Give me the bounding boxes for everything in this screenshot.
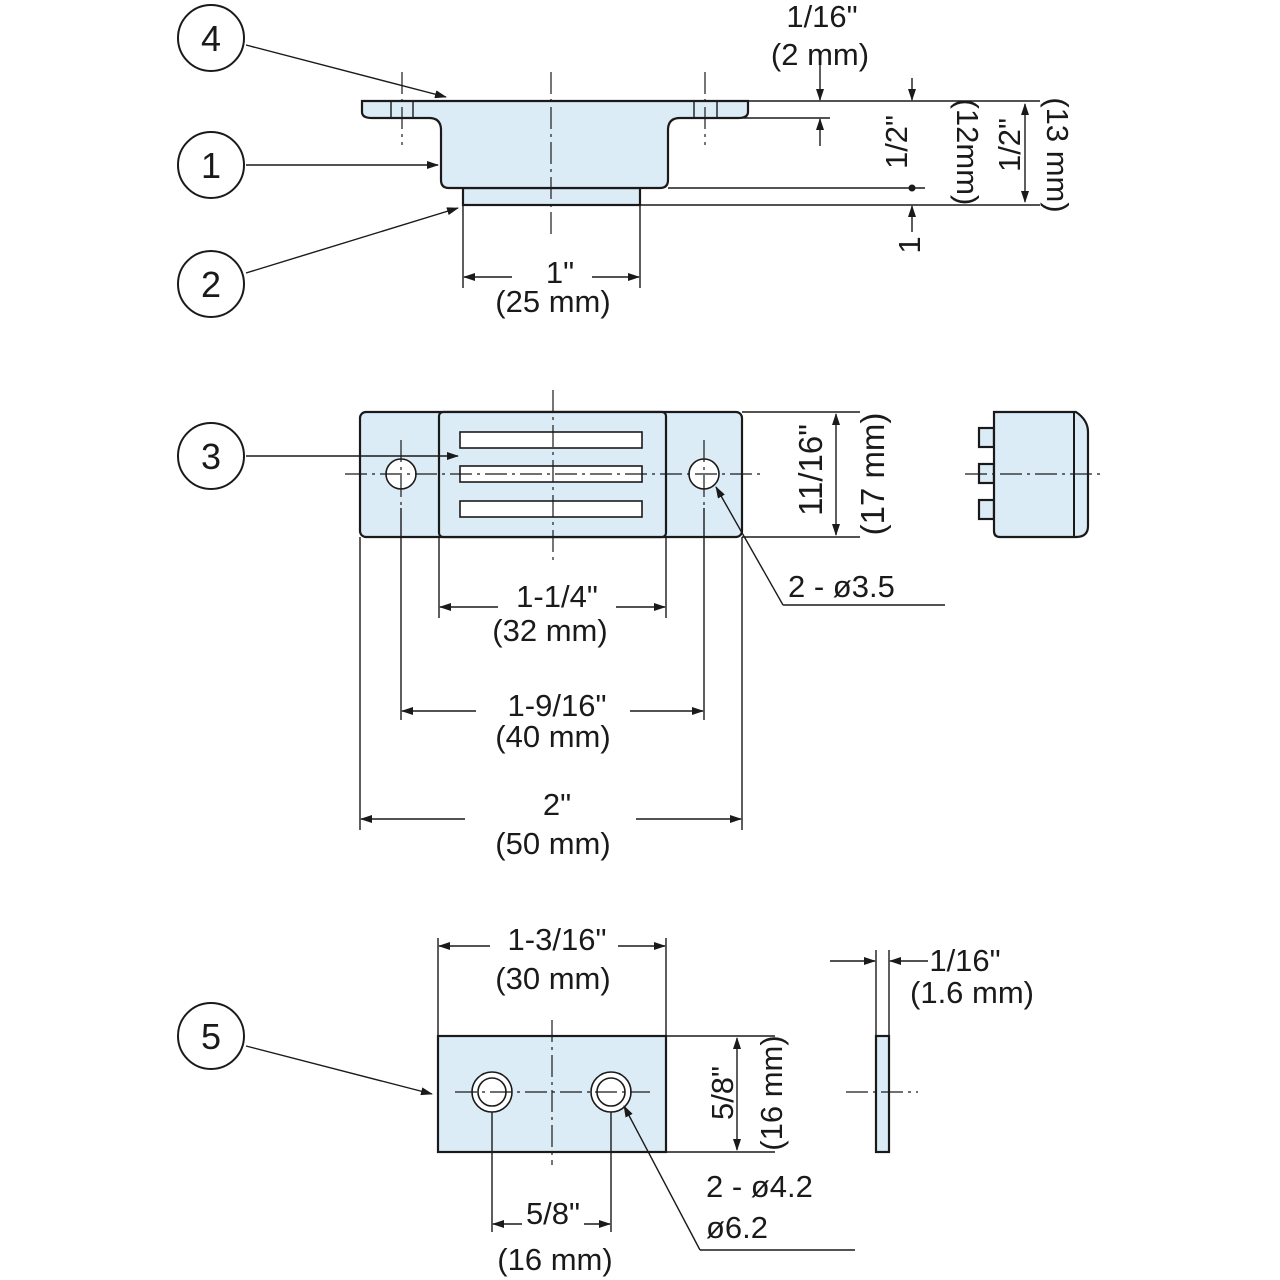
callout-2 xyxy=(177,250,245,318)
callout-label: 1 xyxy=(201,145,221,186)
dim-width: 1" xyxy=(546,255,574,290)
middle-view: 11/16" (17 mm) 2 - ø3.5 1-1/4" (32 mm) 1… xyxy=(345,390,945,861)
leader-line xyxy=(245,1045,433,1096)
dim-plate: 1 xyxy=(892,236,927,253)
callout-label: 2 xyxy=(201,264,221,305)
callout-group-5: 5 xyxy=(177,1002,433,1096)
dim-thickness: 1/16" xyxy=(929,943,1000,978)
leader-line xyxy=(623,1105,701,1251)
top-view: 1/16" (2 mm) 1/2" (12mm) 1 1/2" (13 mm) … xyxy=(360,0,1075,319)
middle-side-view xyxy=(965,410,1100,539)
callout-4 xyxy=(177,4,245,72)
leader-line xyxy=(245,207,459,274)
bottom-view: 1-3/16" (30 mm) 5/8" (16 mm) 5/8" (16 mm… xyxy=(436,922,855,1277)
slot xyxy=(459,431,643,449)
dim-height: 11/16" xyxy=(792,424,829,516)
dim-pitch: 5/8" xyxy=(526,1196,580,1231)
dim-height-b: 1/2" xyxy=(992,118,1027,172)
dim-width-mm: (30 mm) xyxy=(495,961,610,996)
dim-magnet: 1-1/4" xyxy=(516,579,598,614)
dim-holes: 1-9/16" xyxy=(508,688,607,723)
dim-overall: 2" xyxy=(543,787,571,822)
dim-width-mm: (25 mm) xyxy=(495,284,610,319)
leader-line xyxy=(715,486,784,606)
dim-dot xyxy=(908,184,916,192)
dim-holes-mm: (40 mm) xyxy=(495,719,610,754)
dim-width: 1-3/16" xyxy=(508,922,607,957)
dim-height-mm: (16 mm) xyxy=(754,1035,789,1150)
pin xyxy=(977,426,996,449)
hole-spec: 2 - ø3.5 xyxy=(788,569,895,604)
callout-3 xyxy=(177,422,245,490)
dim-thickness: 1/16" xyxy=(786,0,857,34)
pin xyxy=(977,498,996,521)
dim-pitch-mm: (16 mm) xyxy=(497,1242,612,1277)
callout-group-3: 3 xyxy=(177,422,459,490)
dim-height-b-mm: (13 mm) xyxy=(1040,97,1075,212)
dim-thickness-mm: (2 mm) xyxy=(771,37,869,72)
leader-line xyxy=(245,44,447,99)
dim-overall-mm: (50 mm) xyxy=(495,826,610,861)
dim-thickness-mm: (1.6 mm) xyxy=(910,975,1034,1010)
callout-5 xyxy=(177,1002,245,1070)
hole-spec-1: 2 - ø4.2 xyxy=(706,1169,813,1204)
callout-label: 5 xyxy=(201,1016,221,1057)
slot xyxy=(459,500,643,518)
dim-magnet-mm: (32 mm) xyxy=(492,613,607,648)
callout-group-top: 4 1 2 xyxy=(177,4,459,318)
dim-height-mm: (17 mm) xyxy=(854,413,891,536)
dim-height: 5/8" xyxy=(705,1066,740,1120)
callout-1 xyxy=(177,131,245,199)
dim-height-a-mm: (12mm) xyxy=(950,99,985,206)
callout-label: 3 xyxy=(201,436,221,477)
callout-label: 4 xyxy=(201,18,221,59)
bottom-side-view: 1/16" (1.6 mm) xyxy=(830,943,1034,1154)
catch-body-side xyxy=(360,99,750,190)
dim-height-a: 1/2" xyxy=(879,115,914,169)
strike-plate-edge xyxy=(874,1034,891,1154)
hole-spec-2: ø6.2 xyxy=(706,1210,768,1245)
